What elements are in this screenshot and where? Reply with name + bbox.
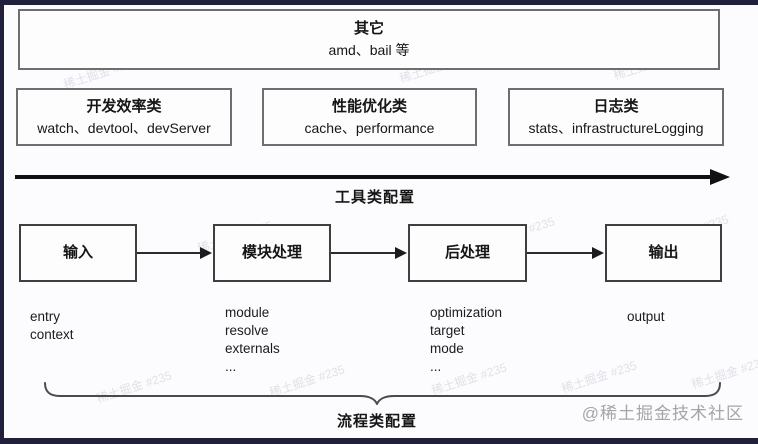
performance-items: cache、performance [304, 119, 435, 136]
output-props-list: output [627, 308, 665, 326]
faint-watermark: 稀土掘金 #235 [559, 358, 639, 396]
prop-line: output [627, 309, 665, 324]
flow-connector-2 [331, 247, 407, 259]
prop-line: target [430, 323, 465, 338]
flow-stage-module-processing-label: 模块处理 [241, 244, 302, 261]
prop-line: optimization [430, 305, 503, 320]
prop-line: ... [225, 359, 237, 374]
prop-line: module [225, 305, 270, 320]
frame-bottom-bar [0, 438, 758, 444]
flow-stage-output-label: 输出 [648, 244, 679, 261]
flow-stage-input-label: 输入 [62, 244, 93, 261]
tool-axis-label: 工具类配置 [334, 189, 415, 206]
prop-line: context [30, 327, 74, 342]
flow-stage-post-processing: 后处理 [408, 224, 527, 282]
flow-stage-input: 输入 [19, 224, 137, 282]
flow-connector-3 [527, 247, 604, 259]
flow-connector-1 [137, 247, 212, 259]
flow-stage-module-processing: 模块处理 [213, 224, 331, 282]
tool-axis-arrow [15, 169, 730, 185]
flow-stage-output: 输出 [605, 224, 722, 282]
faint-watermark: 稀土掘金 #235 [94, 368, 174, 406]
dev-efficiency-title: 开发效率类 [86, 97, 162, 115]
other-config-title: 其它 [353, 20, 384, 37]
flow-group-label: 流程类配置 [336, 413, 417, 430]
prop-line: ... [430, 359, 442, 374]
logging-items: stats、infrastructureLogging [528, 119, 704, 136]
dev-efficiency-box: 开发效率类 watch、devtool、devServer [16, 88, 232, 146]
prop-line: externals [225, 341, 280, 356]
module-props-list: module resolve externals ... [225, 304, 280, 376]
postprocess-props-list: optimization target mode ... [430, 304, 502, 376]
site-credit-watermark: @稀土掘金技术社区 [581, 404, 744, 423]
flow-stage-post-processing-label: 后处理 [444, 244, 490, 261]
logging-title: 日志类 [593, 97, 639, 115]
prop-line: resolve [225, 323, 269, 338]
performance-title: 性能优化类 [331, 97, 407, 115]
logging-box: 日志类 stats、infrastructureLogging [508, 88, 724, 146]
frame-left-bar [0, 0, 4, 444]
prop-line: mode [430, 341, 464, 356]
frame-top-bar [0, 0, 758, 5]
input-props-list: entry context [30, 308, 74, 344]
faint-watermark: 稀土掘金 #235 [689, 354, 758, 392]
dev-efficiency-items: watch、devtool、devServer [37, 119, 211, 136]
other-config-box: 其它 amd、bail 等 [18, 9, 720, 70]
prop-line: entry [30, 309, 61, 324]
other-config-items: amd、bail 等 [328, 42, 410, 58]
performance-box: 性能优化类 cache、performance [262, 88, 477, 146]
